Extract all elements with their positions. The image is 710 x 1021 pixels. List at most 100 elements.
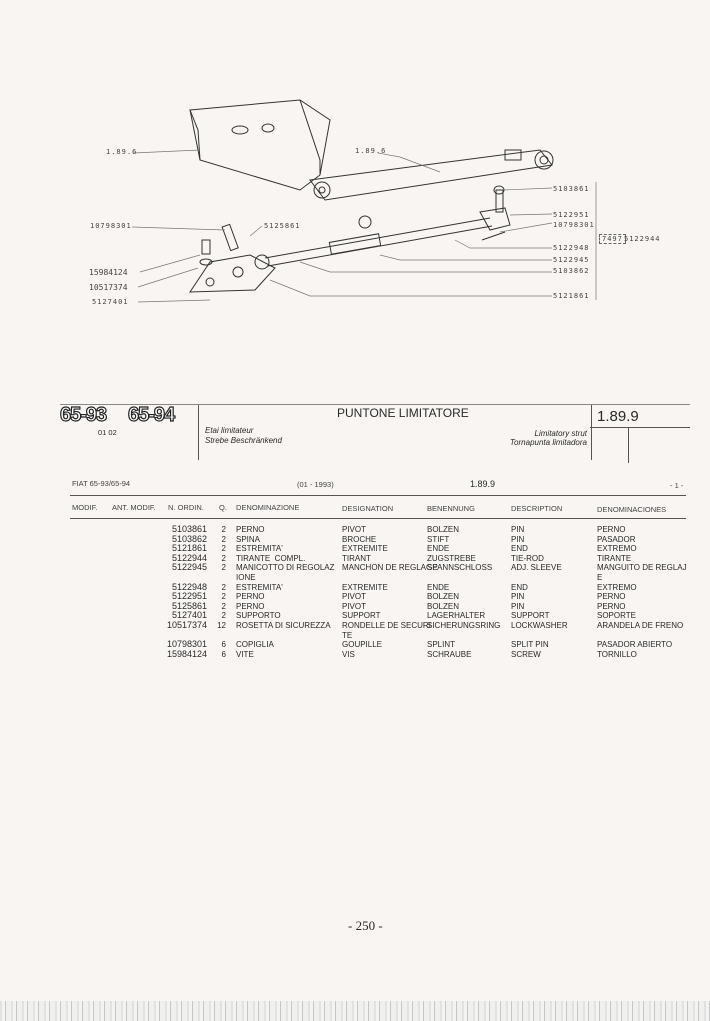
quantity-cell: 2	[221, 544, 226, 554]
benennung-cell: SPLINT	[427, 640, 456, 650]
designation-cell: TIRANT	[342, 553, 371, 563]
diagram-label: 5121861	[553, 292, 590, 300]
description-cell: LOCKWASHER	[511, 621, 568, 630]
date-range: (01 - 1993)	[297, 480, 334, 489]
denominaciones-cell: EXTREMO	[597, 582, 637, 592]
denominaciones-cell: ARANDELA DE FRENO	[597, 621, 684, 630]
benennung-cell: BOLZEN	[427, 525, 460, 534]
denominaciones-cell: PERNO	[597, 601, 626, 611]
denominazione-cell: ESTREMITA'	[236, 544, 283, 554]
description-cell: PIN	[511, 525, 525, 534]
designation-cell: EXTREMITE	[342, 544, 388, 554]
quantity-cell: 2	[221, 582, 226, 592]
denominazione-cell: MANICOTTO DI REGOLAZ IONE	[236, 563, 335, 582]
col-benennung: BENENNUNG	[427, 504, 475, 513]
denominaciones-cell: EXTREMO	[597, 544, 637, 554]
benennung-cell: ENDE	[427, 582, 450, 592]
benennung-cell: ENDE	[427, 544, 450, 554]
quantity-cell: 12	[217, 621, 226, 630]
section-ref: 1.89.9	[470, 479, 496, 489]
denominaciones-cell: TIRANTE	[597, 553, 632, 563]
denominaciones-cell: PERNO	[597, 525, 626, 534]
designation-cell: PIVOT	[342, 592, 367, 602]
diagram-label: 5122945	[553, 256, 590, 264]
denominaciones-cell: PASADOR ABIERTO	[597, 640, 673, 650]
title-fr: Etai limitateur	[205, 426, 254, 435]
description-cell: PIN	[511, 592, 525, 602]
model-logo: 65-94	[127, 403, 175, 426]
diagram-label: 5122944	[624, 235, 661, 243]
benennung-cell: LAGERHALTER	[427, 611, 486, 621]
quantity-cell: 6	[221, 640, 226, 650]
denominaciones-cell: TORNILLO	[597, 649, 637, 659]
designation-cell: MANCHON DE REGLAGE	[342, 563, 438, 573]
benennung-cell: SICHERUNGSRING	[427, 621, 501, 630]
denominaciones-cell: SOPORTE	[597, 611, 636, 621]
quantity-cell: 2	[221, 553, 226, 563]
scan-edge	[0, 1001, 710, 1021]
diagram-label: 5103862	[553, 267, 590, 275]
benennung-cell: SCHRAUBE	[427, 649, 472, 659]
diagram-label: 5125861	[264, 222, 301, 230]
quantity-cell: 2	[221, 525, 226, 534]
col-ant-modif: ANT. MODIF.	[112, 503, 156, 512]
part-number-cell: 5121861	[171, 543, 207, 554]
model-name: FIAT 65-93/65-94	[72, 479, 131, 488]
denominazione-cell: PERNO	[236, 592, 265, 602]
col-denominaciones: DENOMINACIONES	[597, 505, 667, 514]
denominaciones-cell: PERNO	[597, 592, 626, 602]
diagram-label: 15984124	[89, 268, 128, 277]
denominazione-cell: PERNO	[236, 601, 265, 611]
denominazione-cell: ROSETTA DI SICUREZZA	[236, 621, 331, 630]
section-number: 1.89.9	[597, 408, 639, 425]
col-n-ordin: N. ORDIN.	[168, 503, 204, 512]
denominazione-cell: SUPPORTO	[236, 611, 281, 621]
col-modif: MODIF.	[72, 503, 98, 512]
description-cell: PIN	[511, 534, 525, 544]
designation-cell: BROCHE	[342, 534, 377, 544]
denominaciones-cell: MANGUITO DE REGLAJ E	[597, 563, 687, 582]
denominazione-cell: ESTREMITA'	[236, 582, 283, 592]
group-code-box: 7497	[599, 234, 626, 244]
diagram-label: 5122951	[553, 211, 590, 219]
description-cell: END	[511, 582, 528, 592]
part-number-cell: 10517374	[166, 620, 207, 630]
quantity-cell: 2	[221, 601, 226, 611]
diagram-label: 10798301	[553, 221, 595, 229]
part-number-cell: 5127401	[171, 610, 207, 621]
description-cell: SPLIT PIN	[511, 640, 549, 650]
diagram-label: 5122948	[553, 244, 590, 252]
benennung-cell: STIFT	[427, 534, 450, 544]
col-designation: DESIGNATION	[342, 504, 394, 513]
denominazione-cell: VITE	[236, 649, 254, 659]
designation-cell: PIVOT	[342, 525, 367, 534]
benennung-cell: BOLZEN	[427, 601, 460, 611]
benennung-cell: ZUGSTREBE	[427, 553, 476, 563]
designation-cell: RONDELLE DE SECURI TE	[342, 621, 431, 640]
quantity-cell: 2	[221, 563, 226, 573]
description-cell: END	[511, 544, 528, 554]
page-title: PUNTONE LIMITATORE	[337, 406, 469, 420]
part-number-cell: 15984124	[166, 648, 207, 659]
quantity-cell: 2	[221, 611, 226, 621]
model-logo: 65-93	[59, 403, 107, 426]
denominaciones-cell: PASADOR	[597, 534, 636, 544]
designation-cell: EXTREMITE	[342, 582, 388, 592]
part-number-cell: 5103861	[171, 524, 207, 534]
designation-cell: GOUPILLE	[342, 640, 383, 650]
designation-cell: VIS	[342, 649, 355, 659]
title-de: Strebe Beschränkend	[205, 436, 282, 445]
diagram-label: 1.89.6	[355, 147, 387, 155]
part-number-cell: 10798301	[166, 639, 207, 650]
diagram-label: 10517374	[89, 283, 128, 292]
strut-drawing	[131, 99, 597, 303]
description-cell: PIN	[511, 601, 525, 611]
part-number-cell: 5122948	[171, 581, 207, 592]
benennung-cell: BOLZEN	[427, 592, 460, 602]
part-number-cell: 5122944	[171, 552, 207, 563]
col-description: DESCRIPTION	[511, 504, 563, 513]
diagram-label: 1.89.6	[106, 148, 138, 156]
title-en: Limitatory strut	[534, 429, 587, 438]
description-cell: SUPPORT	[511, 611, 550, 621]
quantity-cell: 2	[221, 592, 226, 602]
